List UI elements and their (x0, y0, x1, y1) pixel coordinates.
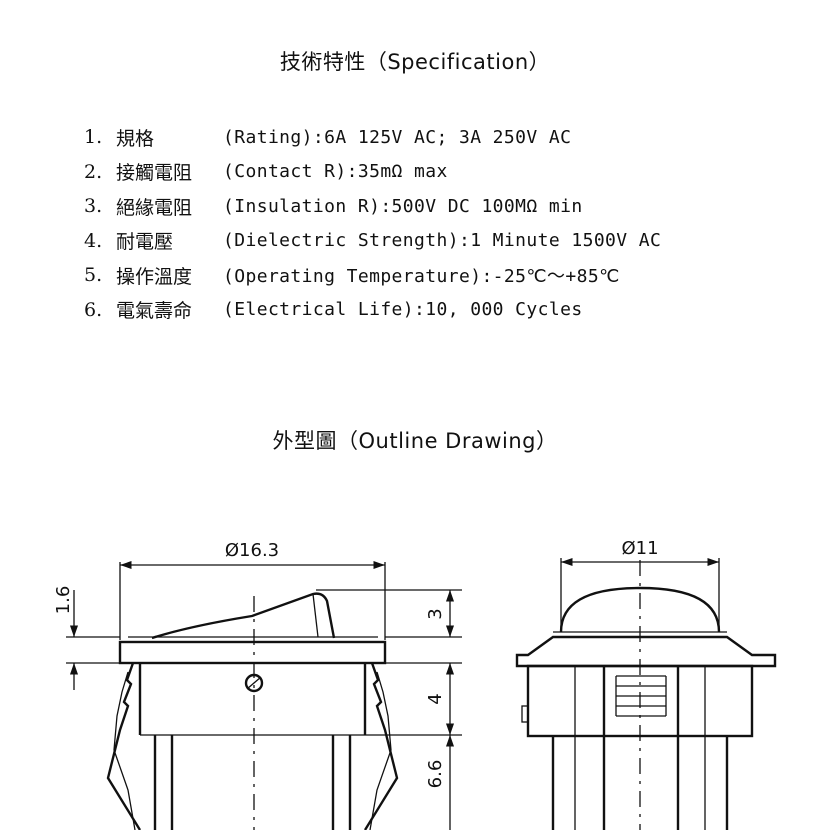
spec-name: 規格 (116, 127, 155, 150)
spec-description: (Rating):6A 125V AC; 3A 250V AC (223, 126, 572, 148)
spec-name: 絕緣電阻 (116, 196, 193, 219)
spec-item-dielectric-strength: 4. 耐電壓 (Dielectric Strength):1 Minute 15… (84, 224, 661, 259)
right-snap-clip (363, 662, 399, 830)
spec-name: 接觸電阻 (116, 162, 193, 185)
spec-description: (Contact R):35mΩ max (223, 161, 448, 183)
spec-item-operating-temperature: 5. 操作溫度 (Operating Temperature):-25℃～+85… (84, 258, 661, 293)
side-width-label: Ø11 (621, 538, 658, 559)
front-flange (118, 640, 387, 665)
left-clip-inner (113, 671, 136, 830)
side-flange (515, 635, 777, 668)
front-view: Ø16.3 1.6 3 4 6.6 (53, 540, 462, 830)
screw-symbol (244, 673, 264, 693)
spec-description: (Electrical Life):10, 000 Cycles (223, 299, 583, 321)
front-width-label: Ø16.3 (225, 540, 279, 561)
spec-item-insulation-resistance: 3. 絕緣電阻 (Insulation R):500V DC 100MΩ min (84, 189, 661, 224)
spec-item-rating: 1. 規格 (Rating):6A 125V AC; 3A 250V AC (84, 120, 661, 155)
spec-name: 電氣壽命 (116, 300, 193, 323)
spec-description: (Dielectric Strength):1 Minute 1500V AC (223, 230, 662, 252)
spec-number: 6. (84, 298, 103, 321)
specification-list: 1. 規格 (Rating):6A 125V AC; 3A 250V AC 2.… (84, 120, 661, 327)
rocker-height-label: 3 (425, 608, 446, 619)
rocker-dome (559, 586, 721, 633)
flange-thickness-label: 1.6 (53, 586, 74, 615)
side-notch (521, 705, 529, 723)
spec-item-contact-resistance: 2. 接觸電阻 (Contact R):35mΩ max (84, 155, 661, 190)
body-height-label: 4 (425, 693, 446, 704)
spec-description: (Operating Temperature):-25℃～+85℃ (223, 266, 620, 288)
rocker-edge (312, 593, 319, 638)
rocker-actuator (151, 592, 336, 640)
spec-description: (Insulation R):500V DC 100MΩ min (223, 195, 583, 217)
side-view: Ø11 (515, 538, 777, 830)
spec-name: 操作溫度 (116, 265, 193, 288)
specification-title: 技術特性（Specification） (279, 50, 551, 74)
spec-name: 耐電壓 (116, 231, 174, 254)
spec-number: 4. (84, 229, 103, 252)
terminal-grooves (615, 675, 667, 717)
right-clip-inner (369, 671, 392, 830)
left-snap-clip (106, 662, 142, 830)
screw-slot (246, 676, 262, 690)
spec-number: 2. (84, 160, 103, 183)
spec-item-electrical-life: 6. 電氣壽命 (Electrical Life):10, 000 Cycles (84, 293, 661, 328)
spec-number: 3. (84, 195, 103, 218)
spec-number: 1. (84, 126, 103, 149)
terminal-height-label: 6.6 (425, 760, 446, 789)
spec-number: 5. (84, 264, 103, 287)
outline-drawing-title: 外型圖（Outline Drawing） (272, 429, 558, 453)
